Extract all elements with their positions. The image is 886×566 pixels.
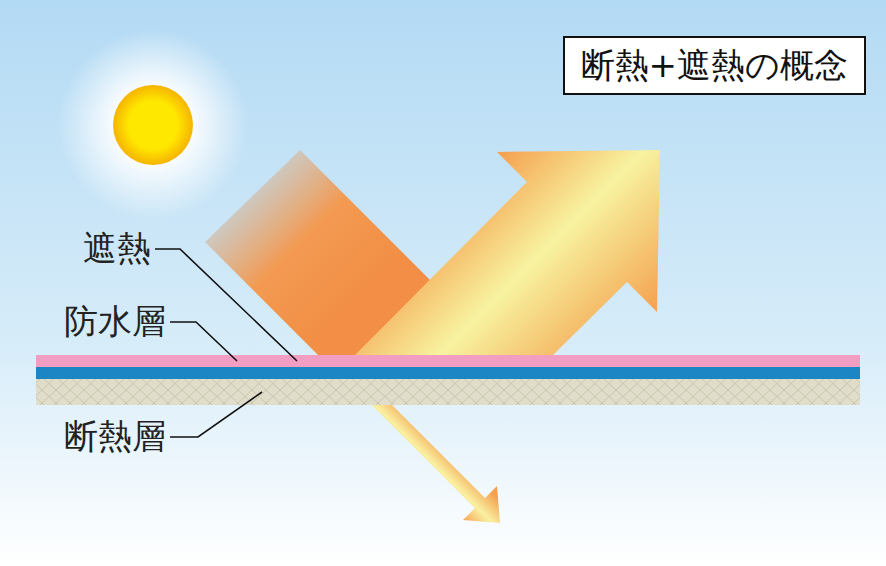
layer-label: 断熱層 <box>64 418 166 455</box>
sun <box>113 85 193 165</box>
sun-glow <box>58 30 248 220</box>
title: 断熱+遮熱の概念 <box>581 45 849 85</box>
waterproof-layer <box>36 367 860 379</box>
leader-line <box>170 392 262 437</box>
leader-line <box>155 249 297 361</box>
transmitted-heat-arrow <box>372 405 500 523</box>
leader-line <box>170 322 237 361</box>
layer-label: 防水層 <box>64 303 166 340</box>
reflected-heat-arrow <box>355 150 660 355</box>
title-box: 断熱+遮熱の概念 <box>563 36 867 95</box>
heat-shield-layer <box>36 355 860 367</box>
insulation-layer <box>36 379 860 405</box>
layer-label: 遮熱 <box>83 230 151 267</box>
